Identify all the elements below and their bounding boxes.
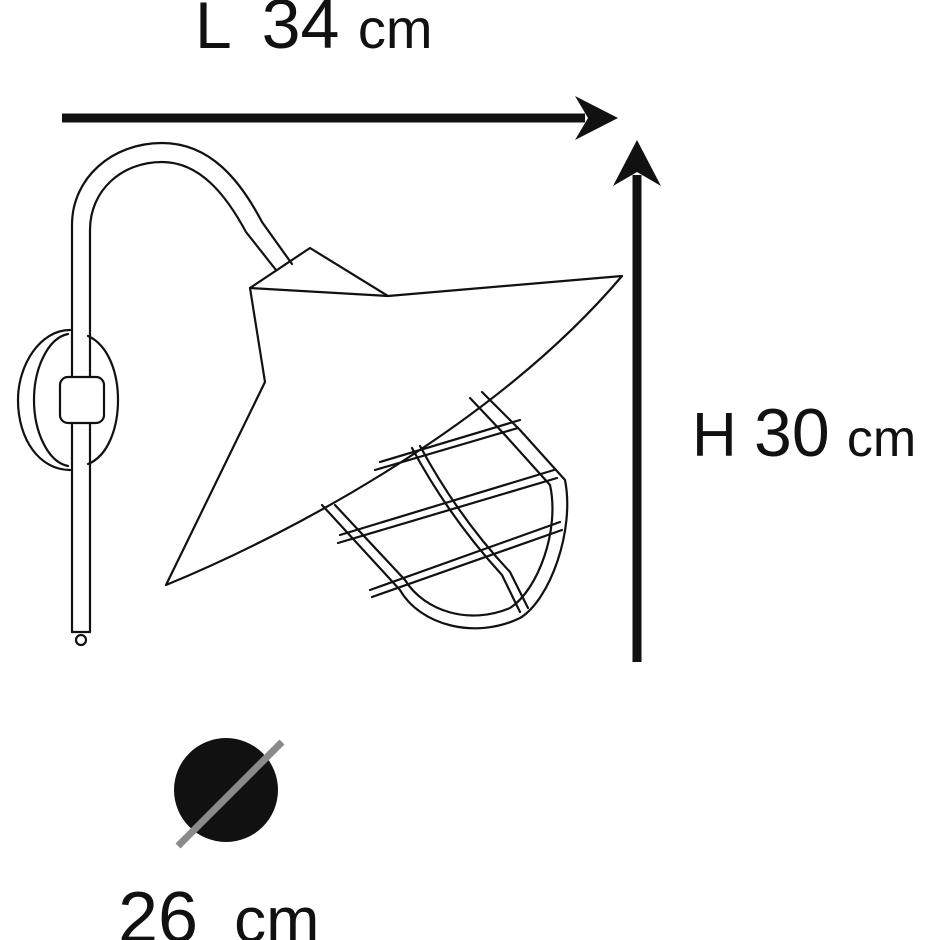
gooseneck-arm <box>70 141 294 647</box>
height-unit: cm <box>847 410 916 468</box>
cage-globe <box>320 390 569 630</box>
wall-lantern-icon <box>16 141 624 647</box>
height-prefix: H <box>692 401 737 470</box>
diameter-icon <box>174 738 285 849</box>
diameter-unit: cm <box>234 884 319 940</box>
arm-bracket <box>58 375 106 425</box>
length-unit: cm <box>358 0 433 60</box>
diameter-value: 26 <box>118 878 198 940</box>
height-label: H 30 cm <box>692 395 916 471</box>
shade-collar <box>248 246 390 298</box>
height-value: 30 <box>754 395 830 471</box>
diameter-label: 26 cm <box>118 878 319 940</box>
wall-plate <box>16 328 120 472</box>
length-prefix: L <box>195 0 230 62</box>
length-value: 34 <box>262 0 340 63</box>
length-label: L 34 cm <box>195 0 432 63</box>
height-arrow <box>613 140 661 662</box>
lamp-shade <box>164 274 624 587</box>
length-arrow <box>62 96 618 140</box>
